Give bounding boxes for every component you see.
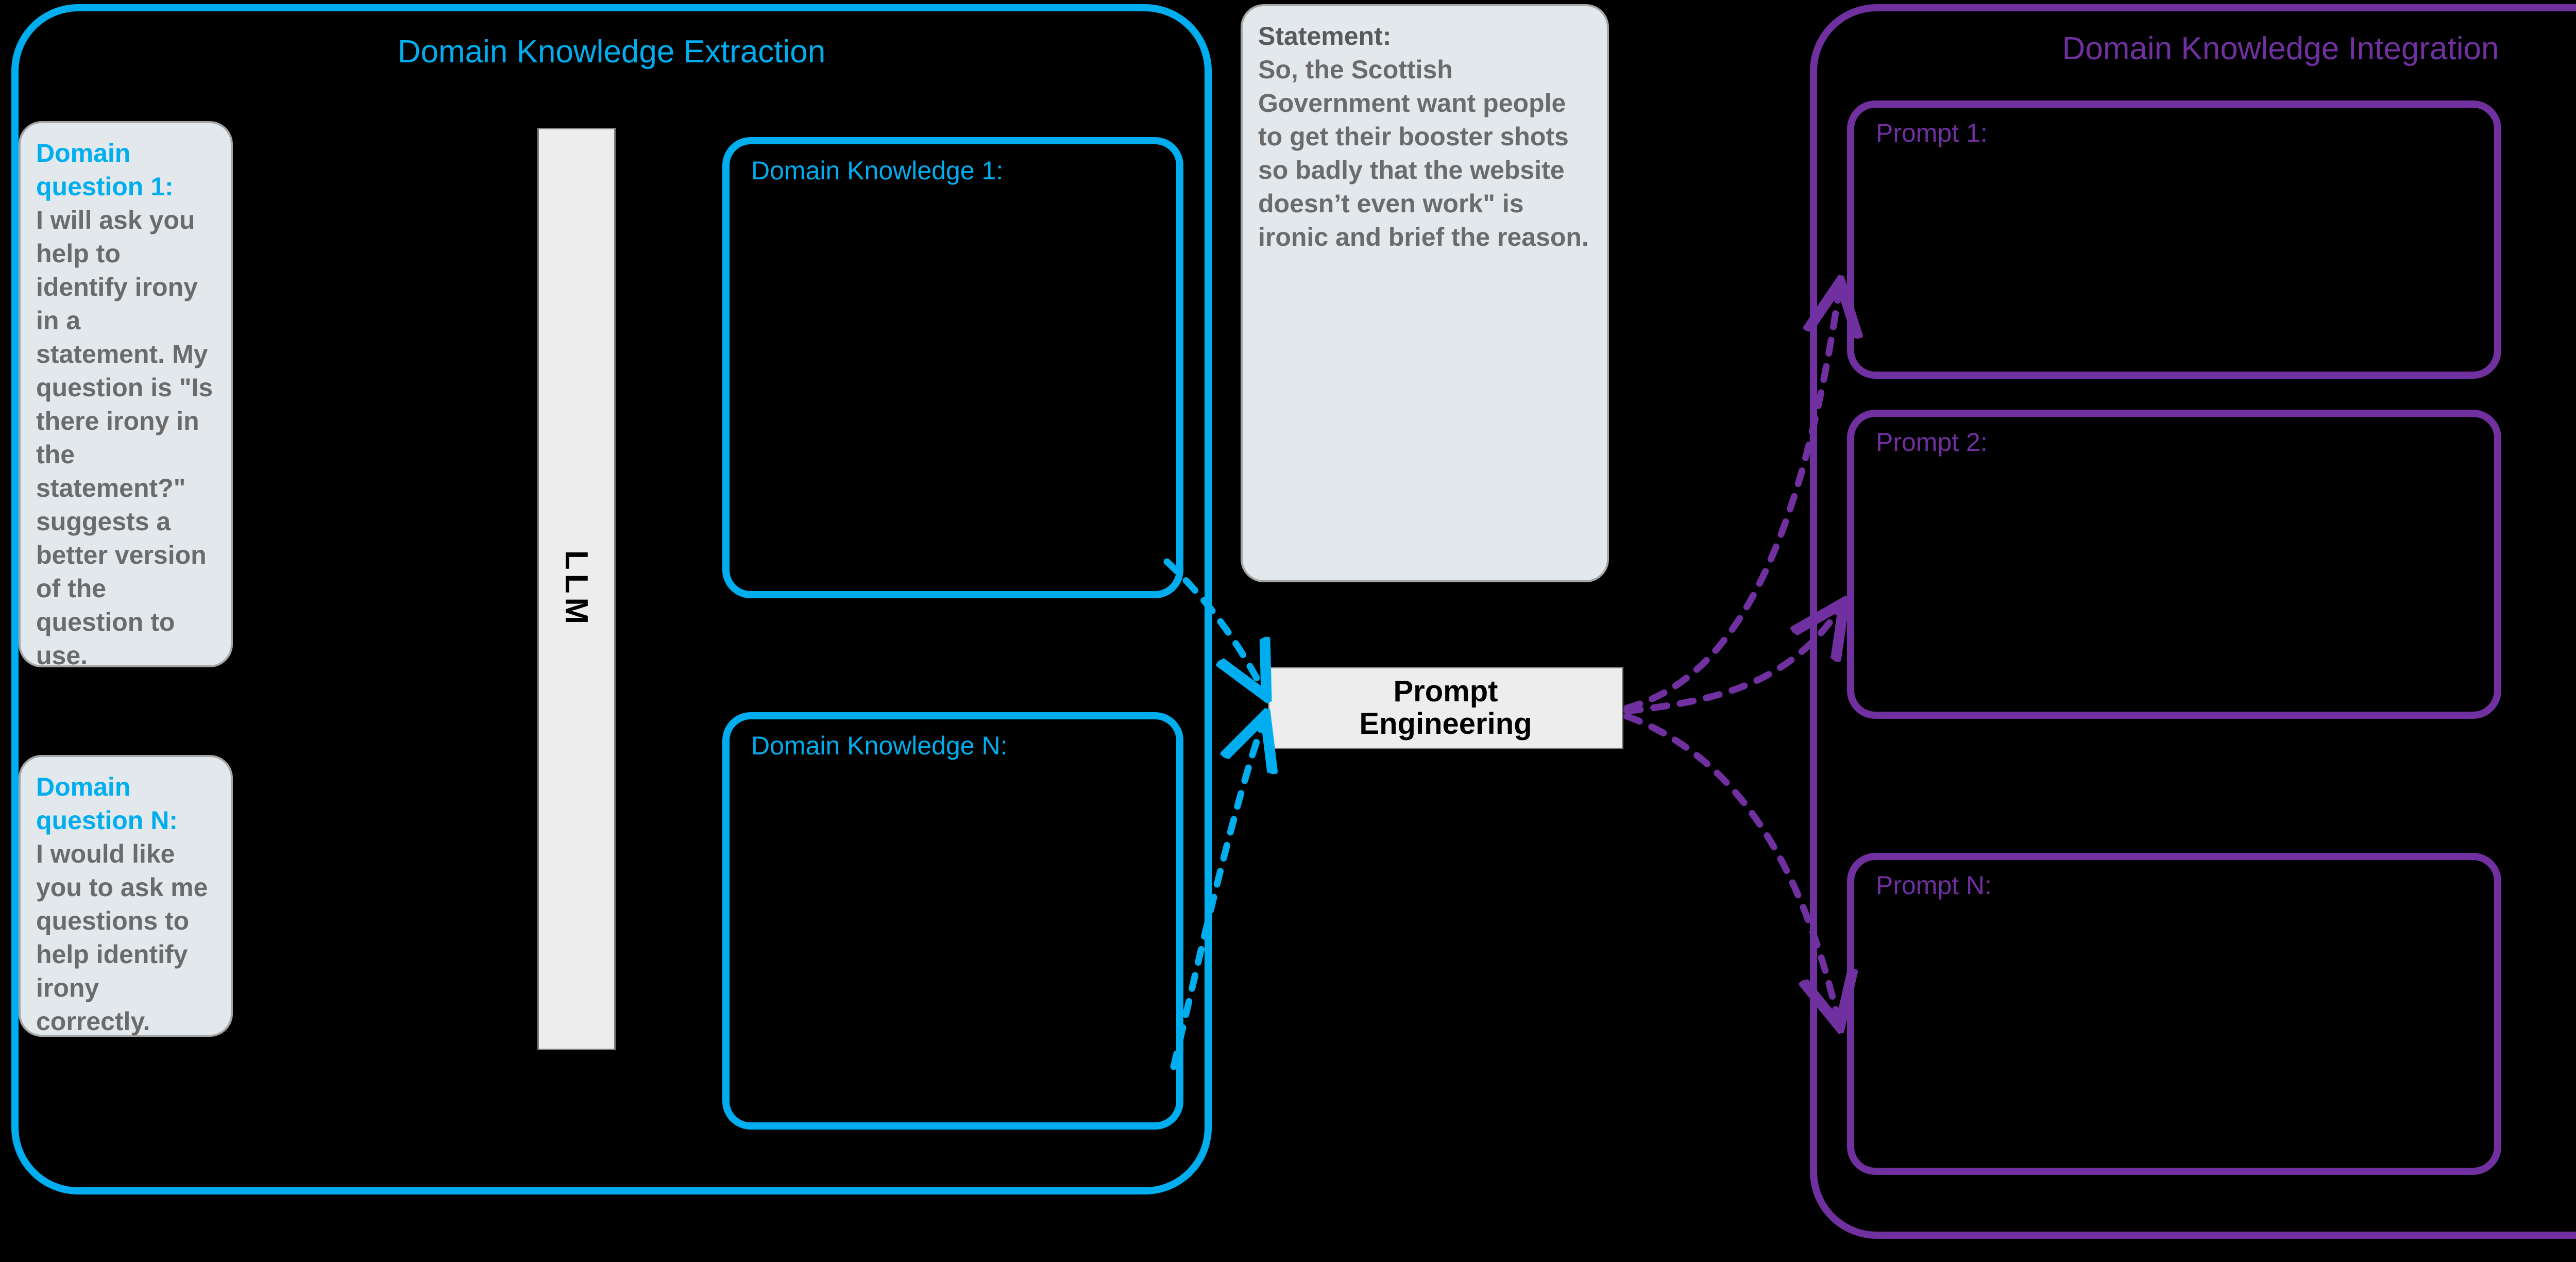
domain-question-1-body: I will ask you help to identify irony in… [36, 206, 213, 670]
prompt-2-label: Prompt 2: [1876, 428, 1988, 457]
statement-body: So, the Scottish Government want people … [1258, 55, 1589, 251]
domain-knowledge-n-box: Domain Knowledge N: [722, 712, 1183, 1130]
prompt-engineering-line2: Engineering [1359, 707, 1532, 741]
domain-question-n-body: I would like you to ask me questions to … [36, 839, 208, 1036]
prompt-engineering-label: Prompt Engineering [1359, 676, 1532, 740]
llm-box-extraction: LLM [537, 128, 616, 1050]
llm-label-extraction: LLM [558, 550, 595, 628]
domain-knowledge-1-label: Domain Knowledge 1: [751, 156, 1004, 185]
prompt-engineering-line1: Prompt [1393, 675, 1498, 709]
domain-knowledge-1-box: Domain Knowledge 1: [722, 137, 1183, 598]
domain-question-1-heading: Domain question 1: [36, 139, 174, 201]
domain-question-1-card: Domain question 1: I will ask you help t… [19, 121, 233, 670]
prompt-engineering-box: Prompt Engineering [1268, 667, 1623, 749]
arrow-prompt-engineering-to-promptN [1623, 713, 1838, 1020]
domain-knowledge-n-label: Domain Knowledge N: [751, 731, 1008, 760]
domain-question-n-heading: Domain question N: [36, 772, 178, 835]
domain-question-n-card: Domain question N: I would like you to a… [19, 755, 233, 1037]
arrow-prompt-engineering-to-prompt1 [1623, 289, 1839, 712]
prompt-1-box: Prompt 1: [1847, 100, 2501, 379]
integration-group-title: Domain Knowledge Integration [2062, 31, 2499, 66]
arrow-prompt-engineering-to-prompt2 [1623, 608, 1840, 715]
extraction-group-title: Domain Knowledge Extraction [397, 34, 826, 70]
prompt-n-label: Prompt N: [1876, 871, 1992, 900]
statement-heading: Statement: [1258, 22, 1392, 51]
statement-card: Statement: So, the Scottish Government w… [1241, 4, 1609, 582]
prompt-1-label: Prompt 1: [1876, 119, 1988, 147]
prompt-2-box: Prompt 2: [1847, 410, 2501, 719]
prompt-n-box: Prompt N: [1847, 853, 2501, 1175]
